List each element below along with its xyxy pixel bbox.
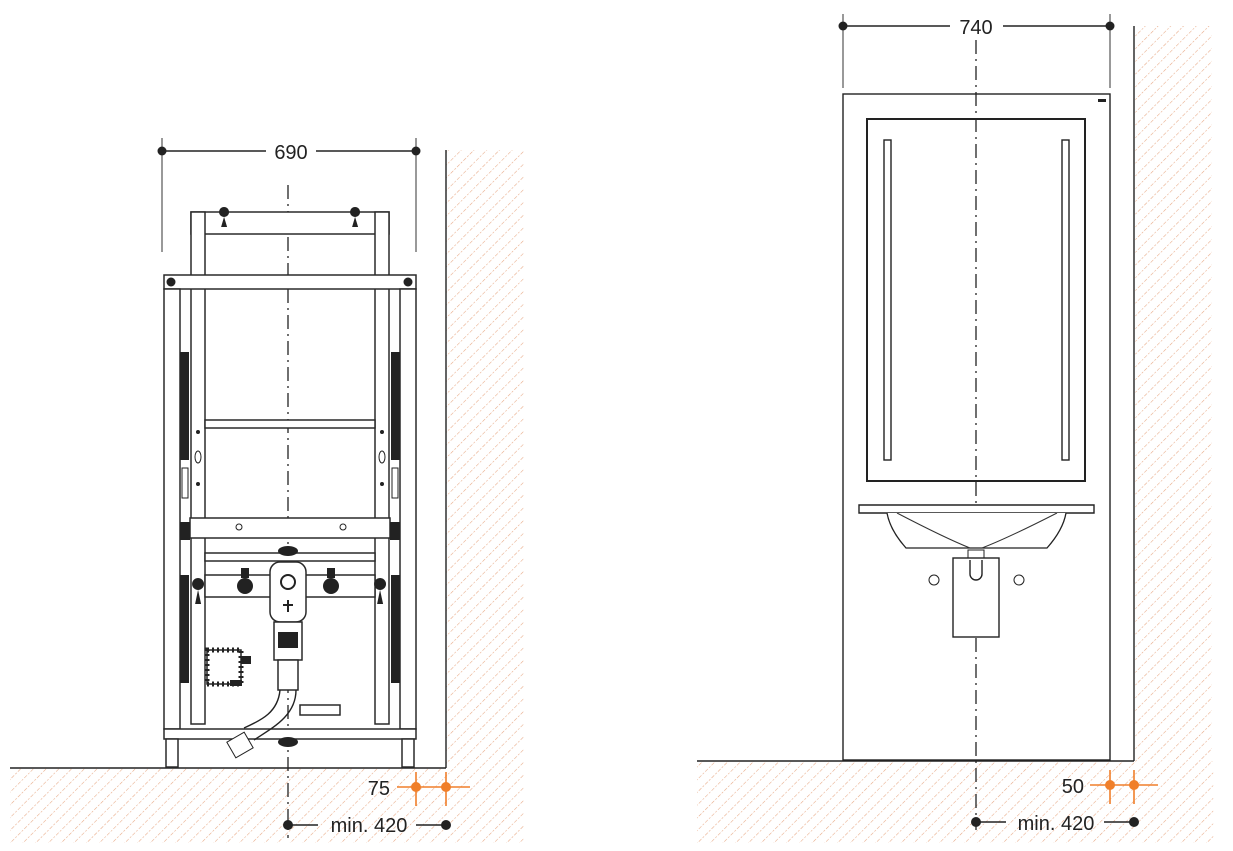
mirror-light-left xyxy=(883,139,892,461)
washbasin xyxy=(858,504,1095,638)
mirror-light-right xyxy=(1061,139,1070,461)
right-width-label: 740 xyxy=(959,17,992,39)
right-wall xyxy=(1134,26,1212,761)
right-min-dimension: min. 420 xyxy=(971,813,1139,835)
left-offset-label: 75 xyxy=(368,778,390,800)
left-floor xyxy=(10,768,524,843)
left-fittings xyxy=(192,546,387,759)
left-min-label: min. 420 xyxy=(331,815,408,837)
left-width-dimension: 690 xyxy=(157,138,421,252)
left-min-dimension: min. 420 xyxy=(283,815,451,837)
right-view: 740 xyxy=(697,14,1214,843)
left-width-label: 690 xyxy=(274,142,307,164)
right-width-dimension: 740 xyxy=(838,14,1115,88)
left-frame-upper xyxy=(190,207,390,725)
right-offset-dimension: 50 xyxy=(1062,770,1158,804)
left-view: 690 xyxy=(10,138,524,843)
right-offset-label: 50 xyxy=(1062,776,1084,798)
left-frame-outer xyxy=(163,274,417,768)
left-wall xyxy=(446,150,524,768)
right-min-label: min. 420 xyxy=(1018,813,1095,835)
left-offset-dimension: 75 xyxy=(368,772,470,806)
right-floor xyxy=(697,761,1214,843)
left-cross-bars xyxy=(180,419,400,562)
